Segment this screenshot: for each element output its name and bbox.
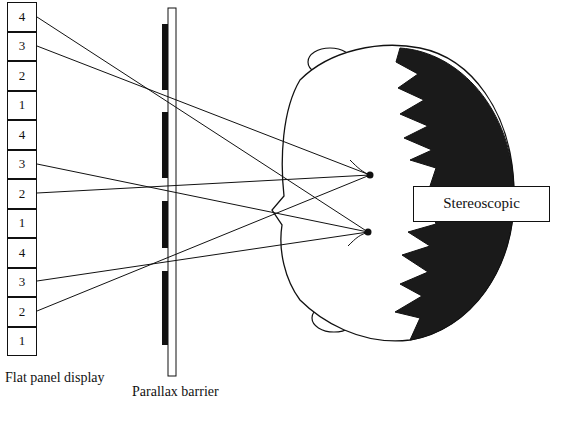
- cell-number: 2: [19, 305, 26, 319]
- cell-number: 3: [19, 275, 26, 289]
- cell-number: 4: [19, 246, 26, 260]
- pixel-cell: 4: [7, 238, 37, 268]
- pixel-cell: 4: [7, 120, 37, 150]
- barrier-label: Parallax barrier: [132, 384, 272, 400]
- pixel-cell: 3: [7, 32, 37, 62]
- cell-number: 1: [19, 216, 26, 230]
- cell-number: 2: [19, 69, 26, 83]
- cell-number: 4: [19, 10, 26, 24]
- pixel-cell: 2: [7, 61, 37, 91]
- barrier-slats: [162, 24, 168, 345]
- cell-number: 3: [19, 157, 26, 171]
- cell-number: 4: [19, 128, 26, 142]
- pixel-cell: 2: [7, 297, 37, 327]
- cell-number: 1: [19, 334, 26, 348]
- label-box: Stereoscopic: [413, 186, 550, 222]
- pixel-cell: 1: [7, 327, 37, 357]
- display-label: Flat panel display: [5, 370, 105, 386]
- pixel-cell: 4: [7, 2, 37, 32]
- cell-number: 3: [19, 39, 26, 53]
- cell-number: 1: [19, 98, 26, 112]
- pixel-cell: 1: [7, 91, 37, 121]
- pixel-cell: 2: [7, 179, 37, 209]
- box-label: Stereoscopic: [443, 196, 520, 212]
- pixel-cell: 3: [7, 268, 37, 298]
- pixel-cell: 3: [7, 150, 37, 180]
- light-rays: [37, 17, 370, 311]
- pixel-cell: 1: [7, 209, 37, 239]
- cell-number: 2: [19, 187, 26, 201]
